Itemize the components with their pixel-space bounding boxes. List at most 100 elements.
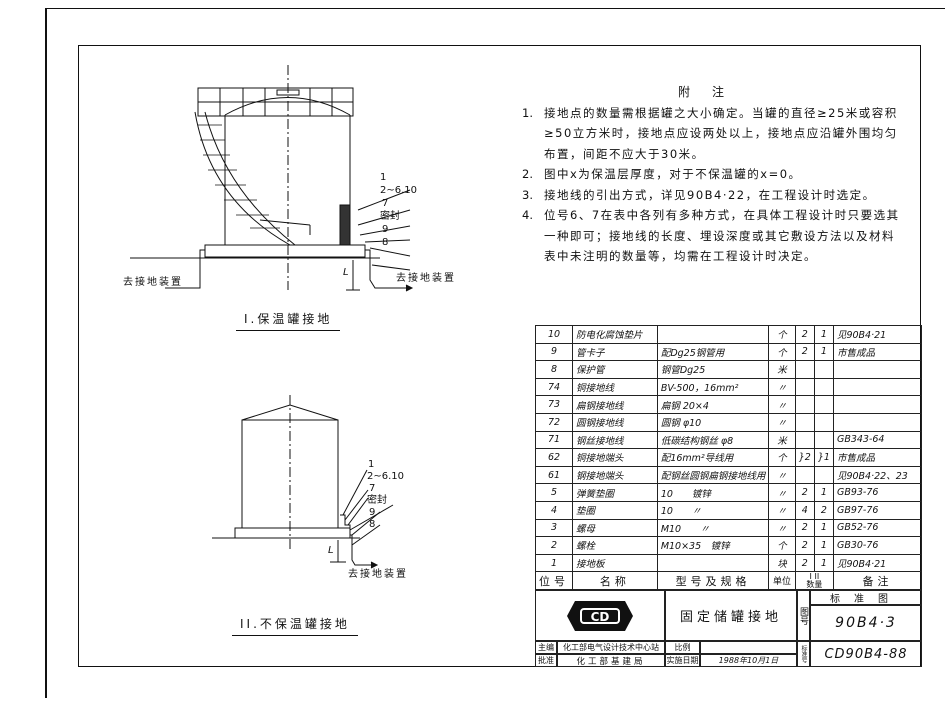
- table-cell: 圆钢接地线: [572, 412, 658, 432]
- table-cell: GB343-64: [832, 430, 923, 450]
- table-cell: 2: [794, 325, 815, 344]
- drawing-one-caption: I.保温罐接地: [236, 310, 341, 331]
- table-cell: [832, 377, 923, 397]
- table-cell: 1: [813, 536, 834, 555]
- table-cell: 个: [768, 325, 796, 344]
- table-cell: 米: [768, 360, 796, 379]
- callout-2-6-10: 2~6.10: [367, 471, 405, 482]
- table-cell: 米: [768, 430, 796, 450]
- table-cell: 圆钢 φ10: [656, 412, 770, 432]
- table-cell: 2: [794, 342, 815, 362]
- table-cell: 2: [794, 483, 815, 502]
- table-cell: 1: [813, 483, 834, 502]
- effective-date: 1988年10月1日: [700, 654, 797, 667]
- table-cell: 防电化腐蚀垫片: [572, 325, 658, 344]
- table-cell: [813, 430, 834, 450]
- table-cell: [813, 412, 834, 432]
- table-cell: 螺栓: [572, 536, 658, 555]
- table-cell: [794, 395, 815, 414]
- ground-device-label: 去接地装置: [348, 569, 408, 580]
- note-item: 3.接地线的引出方式，详见90B4·22，在工程设计时选定。: [522, 187, 876, 202]
- callout-7: 7: [369, 483, 376, 494]
- table-cell: 2: [794, 518, 815, 538]
- table-cell: }2: [794, 448, 815, 467]
- callout-8: 8: [382, 237, 389, 248]
- table-cell: 铜接地线: [572, 377, 658, 397]
- table-cell: 61: [535, 465, 573, 485]
- compiler: 化工部电气设计技术中心站: [557, 641, 665, 654]
- table-cell: 9: [535, 342, 573, 362]
- table-cell: 见90B4·22、23: [832, 465, 923, 485]
- table-cell: [813, 465, 834, 485]
- drawing-no-label: 图号: [797, 590, 810, 641]
- table-cell: 2: [794, 536, 815, 555]
- table-cell: 铜接地端头: [572, 448, 658, 467]
- table-cell: 个: [768, 448, 796, 467]
- ground-device-label-left: 去接地装置: [123, 277, 183, 288]
- table-cell: [813, 377, 834, 397]
- table-cell: GB93-76: [832, 483, 923, 502]
- table-cell: 72: [535, 412, 573, 432]
- callout-seal: 密封: [380, 211, 400, 222]
- table-cell: [794, 412, 815, 432]
- table-cell: 71: [535, 430, 573, 450]
- table-cell: 钢丝接地线: [572, 430, 658, 450]
- table-cell: BV-500，16mm²: [656, 377, 770, 397]
- sheet-left-edge: [45, 8, 47, 698]
- table-cell: 垫圈: [572, 500, 658, 520]
- notes-section: 附注 1.接地点的数量需根据罐之大小确定。当罐的直径≥25米或容积≥50立方米时…: [522, 82, 902, 267]
- table-cell: 接地板: [572, 553, 658, 573]
- table-cell: 配钢丝圆钢扁钢接地线用: [656, 465, 770, 485]
- uninsulated-tank-drawing: [212, 395, 394, 569]
- callout-2-6-10: 2~6.10: [380, 185, 418, 196]
- table-cell: }1: [813, 448, 834, 467]
- callout-1: 1: [368, 459, 375, 470]
- table-cell: [656, 553, 770, 573]
- table-cell: 配Dg25钢管用: [656, 342, 770, 362]
- table-cell: 1: [813, 342, 834, 362]
- table-cell: 〃: [768, 412, 796, 432]
- ground-device-label-right: 去接地装置: [396, 273, 456, 284]
- table-cell: 低碳结构钢丝 φ8: [656, 430, 770, 450]
- table-cell: 市售成品: [832, 342, 923, 362]
- table-cell: [794, 377, 815, 397]
- table-cell: 见90B4·21: [832, 553, 923, 573]
- table-cell: 个: [768, 342, 796, 362]
- table-cell: 2: [813, 500, 834, 520]
- table-cell: 〃: [768, 500, 796, 520]
- callout-seal: 密封: [367, 495, 387, 506]
- logo-cell: CD: [535, 590, 665, 641]
- table-cell: 扁钢 20×4: [656, 395, 770, 414]
- table-cell: 个: [768, 536, 796, 555]
- set-no-label: 标准号: [797, 641, 810, 667]
- table-cell: 5: [535, 483, 573, 502]
- callout-9: 9: [369, 507, 376, 518]
- table-cell: 螺母: [572, 518, 658, 538]
- table-cell: [832, 395, 923, 414]
- cd-logo: CD: [567, 600, 633, 631]
- table-cell: [794, 430, 815, 450]
- table-cell: GB30-76: [832, 536, 923, 555]
- table-cell: [832, 360, 923, 379]
- insulated-tank-drawing: [130, 65, 414, 292]
- table-cell: 保护管: [572, 360, 658, 379]
- table-cell: 10 〃: [656, 500, 770, 520]
- table-cell: 市售成品: [832, 448, 923, 467]
- table-cell: 〃: [768, 395, 796, 414]
- table-cell: 1: [535, 553, 573, 573]
- table-cell: 10: [535, 325, 573, 344]
- table-cell: 8: [535, 360, 573, 379]
- table-cell: 62: [535, 448, 573, 467]
- table-cell: 〃: [768, 377, 796, 397]
- callout-8: 8: [369, 519, 376, 530]
- table-cell: 73: [535, 395, 573, 414]
- table-cell: [656, 325, 770, 344]
- svg-text:CD: CD: [591, 610, 610, 624]
